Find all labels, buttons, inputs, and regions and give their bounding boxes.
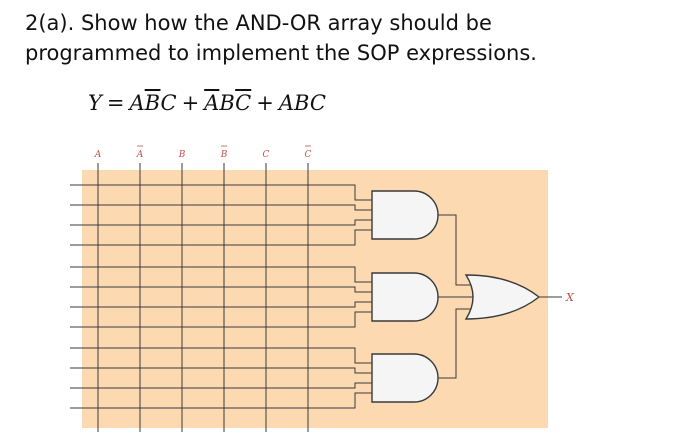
expression-equals: =	[106, 91, 125, 115]
and-gate	[371, 190, 439, 240]
expression-plus: +	[256, 91, 274, 115]
product-line	[70, 382, 372, 389]
question-text: 2(a). Show how the AND-OR array should b…	[25, 8, 685, 68]
product-line	[70, 347, 372, 364]
expression-literal: A	[129, 91, 145, 115]
and-gate	[371, 353, 439, 403]
input-label: B	[220, 150, 228, 160]
expression-literal: C	[160, 91, 177, 115]
question-line-2: programmed to implement the SOP expressi…	[25, 41, 537, 65]
and-to-or-wire	[438, 308, 475, 379]
input-label: A	[94, 150, 102, 160]
expression-literal: A	[204, 91, 220, 115]
expression-output: Y	[88, 91, 102, 115]
input-label: A	[136, 150, 144, 160]
product-line	[70, 286, 372, 293]
or-gate	[464, 274, 541, 320]
product-line	[70, 311, 372, 328]
product-line	[70, 184, 372, 201]
product-line	[70, 301, 372, 308]
input-label: C	[263, 150, 270, 160]
input-label: B	[178, 150, 186, 160]
product-line	[70, 266, 372, 283]
output-label: X	[565, 291, 575, 304]
expression-literal: B	[144, 91, 161, 115]
expression-literal: B	[294, 91, 310, 115]
product-line	[70, 229, 372, 246]
product-line	[70, 219, 372, 226]
product-line	[70, 392, 372, 409]
and-to-or-wire	[438, 214, 475, 286]
expression-literal: C	[235, 91, 252, 115]
question-line-1: 2(a). Show how the AND-OR array should b…	[25, 11, 492, 35]
sop-expression: Y=ABC+ABC+ABC	[88, 88, 326, 118]
expression-literal: A	[278, 91, 295, 115]
product-line	[70, 367, 372, 374]
input-label: C	[305, 150, 312, 160]
product-line	[70, 204, 372, 211]
expression-plus: +	[181, 91, 200, 115]
and-gate	[371, 272, 439, 322]
array-background	[82, 170, 548, 428]
expression-literal: B	[219, 91, 236, 115]
expression-literal: C	[309, 91, 326, 115]
